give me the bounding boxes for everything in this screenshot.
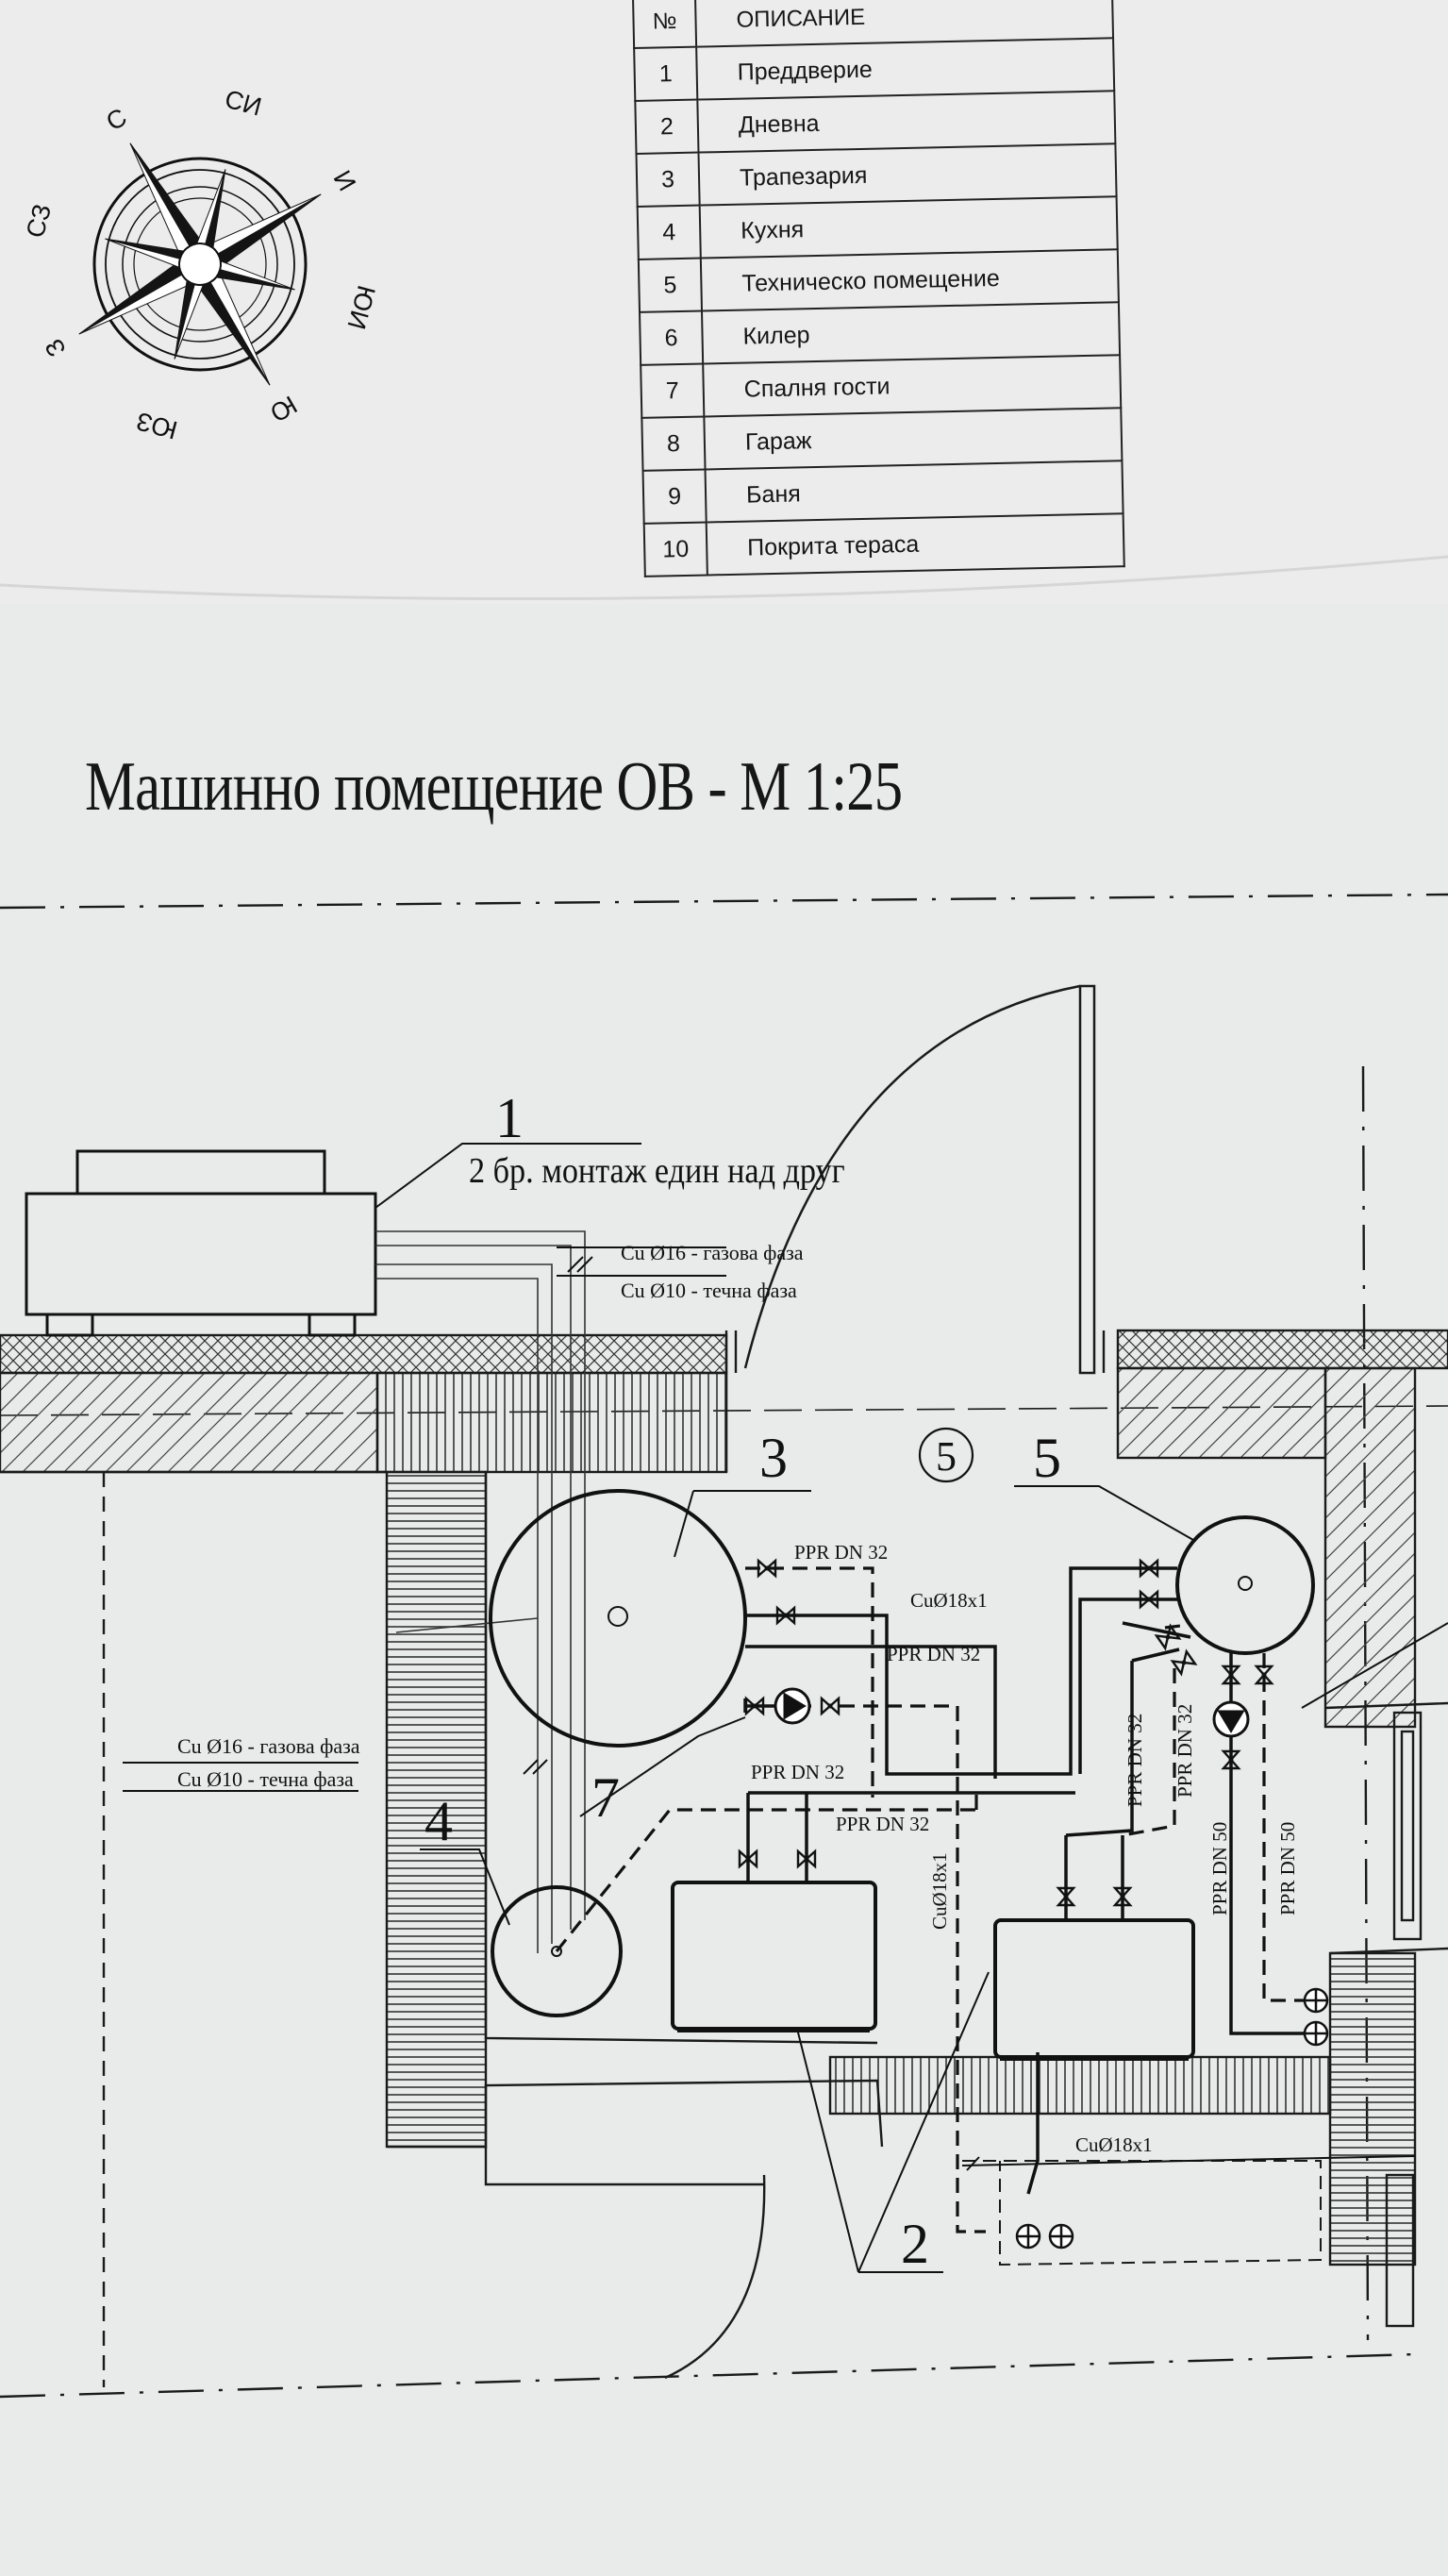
tank-5-center — [1238, 1576, 1253, 1591]
legend-description: Баня — [705, 460, 1123, 523]
legend-description: Кухня — [699, 196, 1118, 259]
legend-header-number: № — [633, 0, 697, 48]
door-bottom — [484, 2147, 766, 2380]
legend-number: 9 — [642, 469, 707, 524]
heat-pump-outdoor-unit — [25, 1149, 377, 1337]
boiler-2b — [993, 1918, 1195, 2061]
dhw-tank-5 — [1175, 1515, 1315, 1655]
legend-number: 7 — [641, 363, 705, 418]
pipe-cu18-a: CuØ18x1 — [910, 1589, 988, 1612]
pipe-ppr50-v2: PPR DN 50 — [1276, 1822, 1299, 1915]
circulation-pump-dhw — [1212, 1700, 1250, 1738]
axis-line-top — [0, 893, 1448, 910]
legend-number: 5 — [638, 258, 703, 312]
legend-number: 8 — [641, 416, 706, 471]
circulation-pump-7 — [774, 1687, 811, 1725]
pipe-ppr32-a: PPR DN 32 — [794, 1541, 888, 1564]
pipe-ppr32-v2: PPR DN 32 — [1173, 1704, 1196, 1798]
legend-number: 3 — [636, 152, 700, 207]
unit-mounting-note: 2 бр. монтаж един над друг — [469, 1150, 845, 1190]
legend-description: Килер — [702, 302, 1121, 364]
legend-description: Покрита тераса — [706, 513, 1124, 576]
callout-3: 3 — [759, 1427, 788, 1489]
legend-number: 1 — [634, 46, 698, 101]
pipe-ppr50-v1: PPR DN 50 — [1208, 1822, 1231, 1915]
legend-number: 6 — [640, 310, 704, 365]
pipe-ppr32-v1: PPR DN 32 — [1123, 1714, 1146, 1807]
walls — [0, 1329, 1448, 2387]
tank-3-center — [607, 1606, 628, 1627]
callout-5: 5 — [1033, 1427, 1061, 1489]
legend-number: 2 — [635, 99, 699, 154]
window-right — [1385, 1711, 1423, 2328]
pipework-solid — [743, 1566, 1316, 2195]
vessel-4-center — [551, 1946, 562, 1957]
dashed-enclosure — [962, 2160, 1322, 2267]
boiler-2a — [671, 1881, 877, 2032]
callout-2: 2 — [901, 2213, 929, 2275]
callout-1: 1 — [495, 1087, 524, 1149]
legend-number: 10 — [643, 522, 707, 577]
axis-line-bottom — [0, 2352, 1416, 2399]
callout-4: 4 — [424, 1790, 453, 1852]
room-number-circle — [918, 1427, 974, 1483]
legend-description: Преддверие — [696, 38, 1115, 100]
door-top — [743, 984, 1096, 1375]
buffer-tank-3 — [489, 1489, 747, 1748]
legend-description: Гараж — [704, 408, 1123, 470]
pipe-ppr32-b: PPR DN 32 — [887, 1643, 980, 1665]
legend-description: Спалня гости — [703, 355, 1122, 417]
refrigerant-lines — [375, 1230, 586, 1953]
refrigerant-liquid-top: Cu Ø10 - течна фаза — [621, 1279, 797, 1302]
drawing-title: Машинно помещение ОВ - М 1:25 — [85, 748, 903, 826]
pipework-dashed — [555, 1566, 1316, 2233]
legend-description: Техническо помещение — [700, 249, 1119, 311]
pipe-ppr32-d: PPR DN 32 — [836, 1813, 929, 1835]
refrigerant-gas-left: Cu Ø16 - газова фаза — [177, 1734, 360, 1758]
pipe-ppr32-c: PPR DN 32 — [751, 1761, 844, 1783]
paper-fold — [0, 555, 1448, 601]
legend-description: Трапезария — [698, 143, 1117, 206]
callout-7: 7 — [591, 1766, 620, 1829]
legend-description: Дневна — [697, 91, 1116, 153]
sheet-top — [0, 0, 1448, 604]
connection-nodes — [1015, 1987, 1329, 2250]
pipe-cu18-vertical: CuØ18x1 — [928, 1852, 951, 1930]
refrigerant-liquid-left: Cu Ø10 - течна фаза — [177, 1767, 354, 1791]
compass-rose: С СИ И ЮИ Ю ЮЗ З СЗ — [21, 85, 381, 445]
room-number: 5 — [936, 1433, 957, 1480]
refrigerant-gas-top: Cu Ø16 - газова фаза — [621, 1241, 804, 1264]
leader-lines — [123, 1143, 1448, 2273]
pipe-cu18-bottom: CuØ18x1 — [1075, 2133, 1153, 2156]
expansion-vessel-4 — [491, 1885, 623, 2017]
legend-number: 4 — [637, 205, 701, 259]
